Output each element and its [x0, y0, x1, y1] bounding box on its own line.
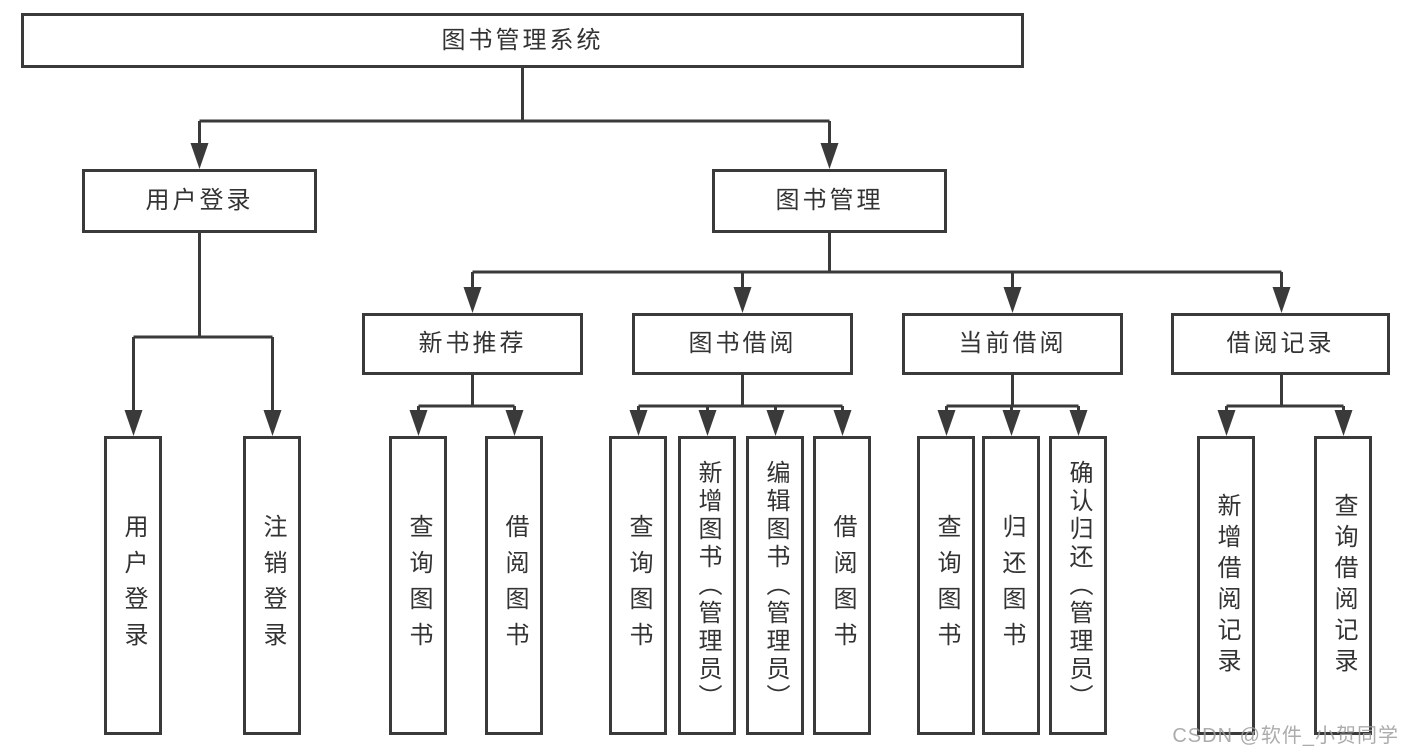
arrow-down-icon	[190, 143, 209, 169]
arrow-down-icon	[1003, 287, 1022, 313]
arrow-down-icon	[766, 410, 785, 436]
arrow-down-icon	[1002, 410, 1021, 436]
arrow-down-icon	[833, 410, 852, 436]
arrowheads	[124, 143, 1353, 436]
node-leaf-bb-borrow-books: 借阅图书	[813, 436, 871, 735]
node-new-book-recommend: 新书推荐	[362, 313, 583, 375]
node-leaf-cb-confirm-return-admin-label: 确认归还（管理员）	[1065, 459, 1092, 712]
node-leaf-br-add-record: 新增借阅记录	[1197, 436, 1255, 735]
node-current-borrowing: 当前借阅	[902, 313, 1123, 375]
node-leaf-user-login-label: 用户登录	[120, 513, 147, 658]
node-leaf-br-query-record: 查询借阅记录	[1314, 436, 1372, 735]
node-leaf-logout: 注销登录	[243, 436, 301, 735]
node-leaf-nbr-query-books-label: 查询图书	[405, 513, 432, 658]
node-book-management-label: 图书管理	[775, 187, 884, 214]
node-leaf-bb-add-books-admin-label: 新增图书（管理员）	[694, 459, 721, 712]
node-leaf-nbr-borrow-books-label: 借阅图书	[501, 513, 528, 658]
node-leaf-cb-query-books-label: 查询图书	[933, 513, 960, 658]
node-leaf-cb-return-books-label: 归还图书	[998, 513, 1025, 658]
node-user-login-label: 用户登录	[145, 187, 254, 214]
node-leaf-nbr-borrow-books: 借阅图书	[485, 436, 543, 735]
node-book-borrowing: 图书借阅	[632, 313, 853, 375]
arrow-down-icon	[733, 287, 752, 313]
node-current-borrowing-label: 当前借阅	[958, 330, 1067, 357]
node-leaf-cb-return-books: 归还图书	[982, 436, 1040, 735]
node-book-management: 图书管理	[712, 169, 947, 233]
connector-book-mgmt-split	[471, 233, 1283, 291]
connector-book-borrow-split	[637, 375, 844, 414]
node-leaf-br-add-record-label: 新增借阅记录	[1213, 492, 1240, 679]
arrow-down-icon	[937, 410, 956, 436]
connector-borrow-records-split	[1225, 375, 1345, 414]
node-leaf-bb-add-books-admin: 新增图书（管理员）	[678, 436, 736, 735]
node-leaf-bb-query-books: 查询图书	[609, 436, 667, 735]
arrow-down-icon	[698, 410, 717, 436]
arrow-down-icon	[1272, 287, 1291, 313]
node-leaf-cb-confirm-return-admin: 确认归还（管理员）	[1049, 436, 1107, 735]
node-borrowing-records: 借阅记录	[1171, 313, 1390, 375]
node-root-label: 图书管理系统	[441, 26, 604, 54]
node-user-login: 用户登录	[82, 169, 317, 233]
node-book-borrowing-label: 图书借阅	[688, 330, 797, 357]
node-new-book-recommend-label: 新书推荐	[418, 330, 527, 357]
arrow-down-icon	[1334, 410, 1353, 436]
arrow-down-icon	[463, 287, 482, 313]
arrow-down-icon	[409, 410, 428, 436]
arrow-down-icon	[263, 410, 282, 436]
node-borrowing-records-label: 借阅记录	[1226, 330, 1335, 357]
connector-lines	[132, 68, 1345, 414]
arrow-down-icon	[124, 410, 143, 436]
arrow-down-icon	[505, 410, 524, 436]
node-leaf-bb-query-books-label: 查询图书	[625, 513, 652, 658]
arrow-down-icon	[1217, 410, 1236, 436]
arrow-down-icon	[629, 410, 648, 436]
node-leaf-nbr-query-books: 查询图书	[389, 436, 447, 735]
connector-root-split	[198, 68, 831, 147]
node-leaf-logout-label: 注销登录	[259, 513, 286, 658]
node-leaf-bb-edit-books-admin-label: 编辑图书（管理员）	[762, 459, 789, 712]
arrow-down-icon	[1069, 410, 1088, 436]
node-leaf-bb-edit-books-admin: 编辑图书（管理员）	[746, 436, 804, 735]
arrow-down-icon	[820, 143, 839, 169]
connector-user-login-split	[132, 233, 274, 414]
node-leaf-br-query-record-label: 查询借阅记录	[1330, 492, 1357, 679]
connector-current-borrow-split	[945, 375, 1080, 414]
node-leaf-bb-borrow-books-label: 借阅图书	[829, 513, 856, 658]
node-root: 图书管理系统	[21, 13, 1024, 68]
node-leaf-cb-query-books: 查询图书	[917, 436, 975, 735]
node-leaf-user-login: 用户登录	[104, 436, 162, 735]
connector-new-book-rec-split	[417, 375, 516, 414]
csdn-watermark: CSDN @软件_小贺同学	[1172, 725, 1399, 747]
